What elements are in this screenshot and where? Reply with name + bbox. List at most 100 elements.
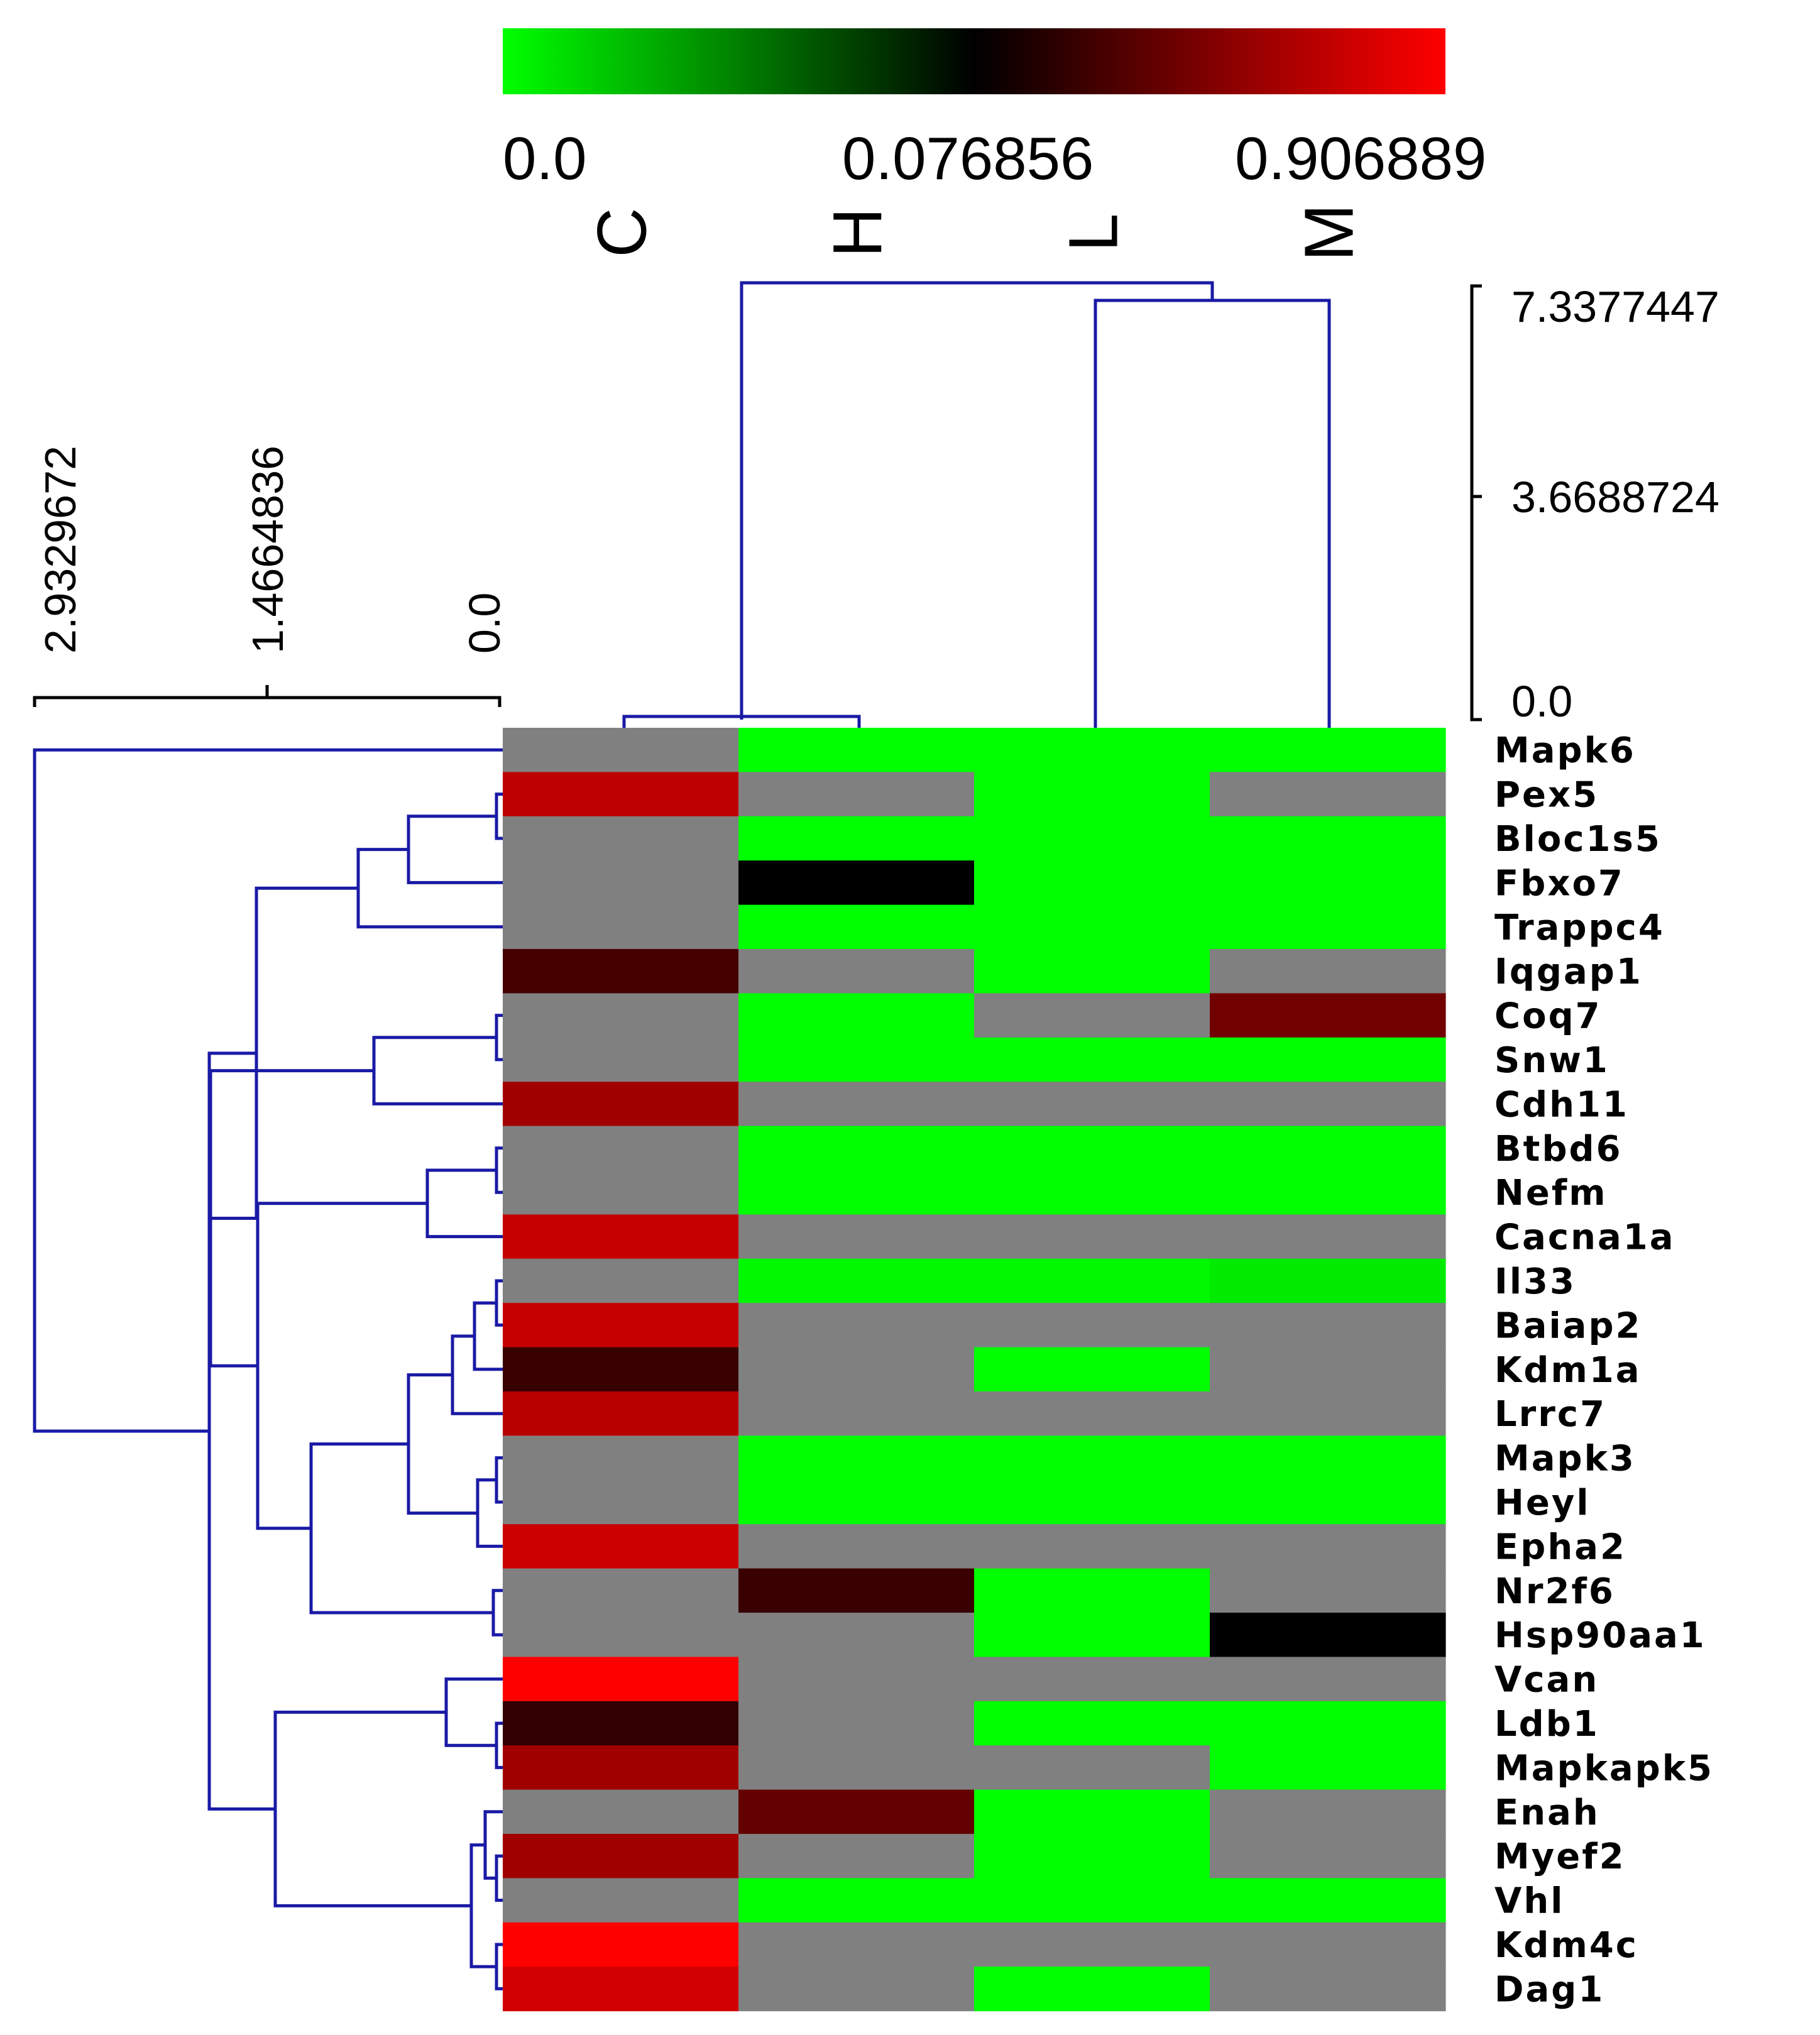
- heatmap-cell: [503, 1789, 739, 1835]
- heatmap-cell: [738, 993, 975, 1038]
- row-label: Vhl: [1494, 1881, 1564, 1922]
- row-dendro-branch: [256, 1202, 427, 1530]
- row-label: Cacna1a: [1494, 1217, 1675, 1258]
- row-label: Baiap2: [1494, 1305, 1642, 1346]
- heatmap-cell: [738, 728, 975, 772]
- heatmap-cell: [738, 1126, 975, 1171]
- heatmap-cell: [974, 816, 1210, 861]
- color-scale-bar: [503, 28, 1445, 94]
- row-dendro-branch: [309, 1442, 493, 1615]
- color-scale-label-min: 0.0: [503, 125, 586, 192]
- heatmap-cell: [503, 904, 739, 950]
- heatmap-cell: [503, 1258, 739, 1303]
- row-dendrogram: [33, 748, 503, 1990]
- row-label: Kdm4c: [1494, 1925, 1638, 1966]
- heatmap-cell: [738, 1524, 975, 1569]
- row-label: Snw1: [1494, 1040, 1609, 1081]
- heatmap-cell: [503, 1435, 739, 1481]
- row-label: Mapk6: [1494, 730, 1636, 771]
- row-label: Mapkapk5: [1494, 1748, 1714, 1789]
- heatmap-cell: [974, 1568, 1210, 1613]
- row-dendro-branch: [407, 815, 503, 884]
- heatmap-cell: [974, 1126, 1210, 1171]
- heatmap-cell: [974, 1922, 1210, 1967]
- heatmap-cell: [974, 1391, 1210, 1436]
- col-dendro-branch-lm: [1094, 299, 1331, 728]
- row-label: Trappc4: [1494, 908, 1665, 948]
- heatmap-cell: [1210, 1435, 1446, 1481]
- row-label: Ldb1: [1494, 1704, 1599, 1745]
- heatmap-cell: [738, 1568, 975, 1613]
- heatmap-cell: [1210, 728, 1446, 772]
- col-scale-label-mid: 3.6688724: [1511, 473, 1719, 522]
- row-label: Mapk3: [1494, 1439, 1636, 1479]
- row-dendro-branch: [444, 1677, 503, 1747]
- heatmap-cell: [1210, 1745, 1446, 1791]
- row-dendro-branch: [495, 1014, 503, 1061]
- row-scale-label-zero: 0.0: [460, 593, 509, 654]
- heatmap-cell: [503, 949, 739, 994]
- heatmap-cell: [974, 1214, 1210, 1259]
- heatmap-cell: [974, 1524, 1210, 1569]
- heatmap-cell: [738, 1170, 975, 1215]
- heatmap-cell: [1210, 1214, 1446, 1259]
- column-label: L: [1055, 213, 1132, 251]
- heatmap-cell: [1210, 772, 1446, 817]
- heatmap-cell: [974, 1479, 1210, 1525]
- row-label: Myef2: [1494, 1836, 1626, 1877]
- heatmap-cell: [1210, 1789, 1446, 1835]
- heatmap-cell: [738, 1922, 975, 1967]
- heatmap-cell: [1210, 1170, 1446, 1215]
- heatmap-cell: [503, 816, 739, 861]
- row-label: Epha2: [1494, 1527, 1626, 1567]
- heatmap-cell: [974, 1435, 1210, 1481]
- row-label: Bloc1s5: [1494, 819, 1662, 860]
- heatmap-cell: [974, 1347, 1210, 1392]
- heatmap-cell: [738, 1878, 975, 1923]
- heatmap-cell: [1210, 1524, 1446, 1569]
- row-scale-label-max: 2.9329672: [36, 446, 85, 654]
- heatmap-cell: [1210, 1834, 1446, 1879]
- heatmap-cell: [738, 1745, 975, 1791]
- heatmap-cell: [503, 860, 739, 906]
- heatmap-cell: [1210, 1878, 1446, 1923]
- heatmap-cell: [503, 1922, 739, 1967]
- heatmap-cell: [738, 1037, 975, 1082]
- row-scale-axis-line: [33, 696, 502, 707]
- row-label: Iqgap1: [1494, 952, 1643, 992]
- heatmap-cell: [738, 860, 975, 906]
- col-scale-label-zero: 0.0: [1511, 677, 1572, 726]
- heatmap-cell: [974, 904, 1210, 950]
- column-dendrogram: [622, 281, 1331, 728]
- heatmap-cell: [974, 772, 1210, 817]
- row-label: Heyl: [1494, 1483, 1591, 1523]
- heatmap-cell: [974, 1878, 1210, 1923]
- row-label: Il33: [1494, 1261, 1576, 1302]
- heatmap-cell: [503, 1613, 739, 1657]
- heatmap-cell: [974, 1613, 1210, 1657]
- heatmap-cell: [738, 1657, 975, 1702]
- row-dendro-branch: [495, 1943, 503, 1990]
- row-dendro-branch: [33, 748, 503, 1433]
- heatmap-cell: [1210, 1568, 1446, 1613]
- heatmap-cell: [738, 1613, 975, 1657]
- heatmap-cell: [503, 1391, 739, 1436]
- row-dendro-branch: [372, 1036, 503, 1105]
- column-dendrogram-scale: 7.3377447 3.6688724 0.0: [1470, 282, 1719, 726]
- heatmap-cell: [1210, 993, 1446, 1038]
- heatmap-cell: [738, 816, 975, 861]
- row-label: Lrrc7: [1494, 1394, 1606, 1435]
- heatmap-cell: [974, 1701, 1210, 1746]
- row-labels: Mapk6Pex5Bloc1s5Fbxo7Trappc4Iqgap1Coq7Sn…: [1494, 730, 1714, 2010]
- row-label: Cdh11: [1494, 1084, 1629, 1125]
- heatmap-cell: [503, 1303, 739, 1348]
- row-label: Coq7: [1494, 996, 1602, 1037]
- heatmap-cell: [974, 860, 1210, 906]
- row-label: Btbd6: [1494, 1129, 1623, 1170]
- heatmap-cell: [503, 1082, 739, 1127]
- heatmap-cell: [1210, 904, 1446, 950]
- heatmap-cell: [503, 993, 739, 1038]
- heatmap-cell: [503, 1126, 739, 1171]
- heatmap-cell: [503, 1347, 739, 1392]
- row-dendro-branch: [495, 793, 503, 840]
